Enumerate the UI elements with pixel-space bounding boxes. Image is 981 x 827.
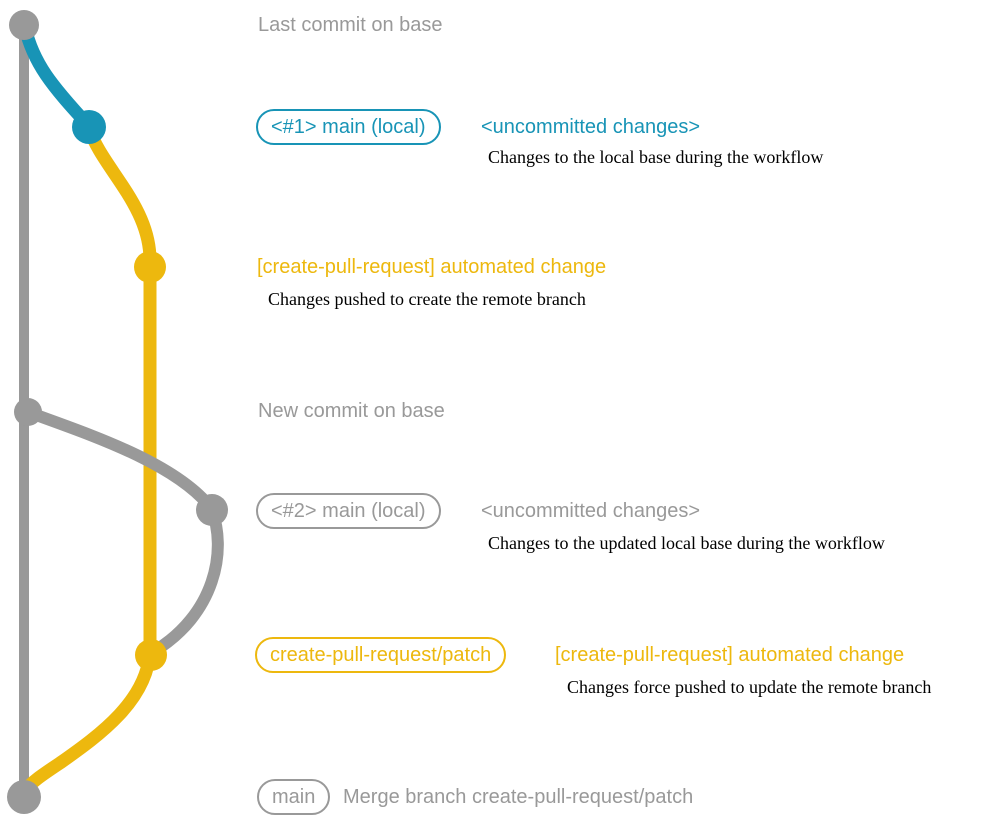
label-merge-branch-message: Merge branch create-pull-request/patch	[343, 786, 694, 808]
label-automated-change-1: [create-pull-request] automated change	[257, 256, 607, 278]
label-automated-change-2: [create-pull-request] automated change	[555, 644, 905, 666]
badge-main-local-2: <#2> main (local)	[256, 493, 441, 529]
badge-main: main	[257, 779, 331, 815]
caption-updated-local-base-changes: Changes to the updated local base during…	[488, 533, 885, 553]
badge-create-pull-request-patch: create-pull-request/patch	[255, 637, 507, 673]
patch-branch-path	[17, 121, 157, 799]
commit-dot-main-local-1	[72, 110, 106, 144]
commit-dot-merge	[7, 780, 41, 814]
badge-main-local-1: <#1> main (local)	[256, 109, 441, 145]
commit-dot-automated-change-2	[135, 639, 167, 671]
updated-local-main-branch-curve	[22, 406, 224, 658]
commit-dot-main-local-2	[196, 494, 228, 526]
label-new-commit-on-base: New commit on base	[258, 400, 445, 422]
git-graph	[7, 10, 228, 814]
caption-local-base-changes: Changes to the local base during the wor…	[488, 147, 824, 167]
caption-push-create-remote-branch: Changes pushed to create the remote bran…	[268, 289, 586, 309]
local-main-branch-curve	[18, 20, 95, 132]
label-uncommitted-changes-1: <uncommitted changes>	[481, 116, 701, 138]
commit-dot-new-base	[14, 398, 42, 426]
commit-dot-last-base	[9, 10, 39, 40]
label-uncommitted-changes-2: <uncommitted changes>	[481, 500, 701, 522]
caption-force-push-update-remote-branch: Changes force pushed to update the remot…	[567, 677, 932, 697]
commit-dot-automated-change-1	[134, 251, 166, 283]
label-last-commit-on-base: Last commit on base	[258, 14, 443, 36]
